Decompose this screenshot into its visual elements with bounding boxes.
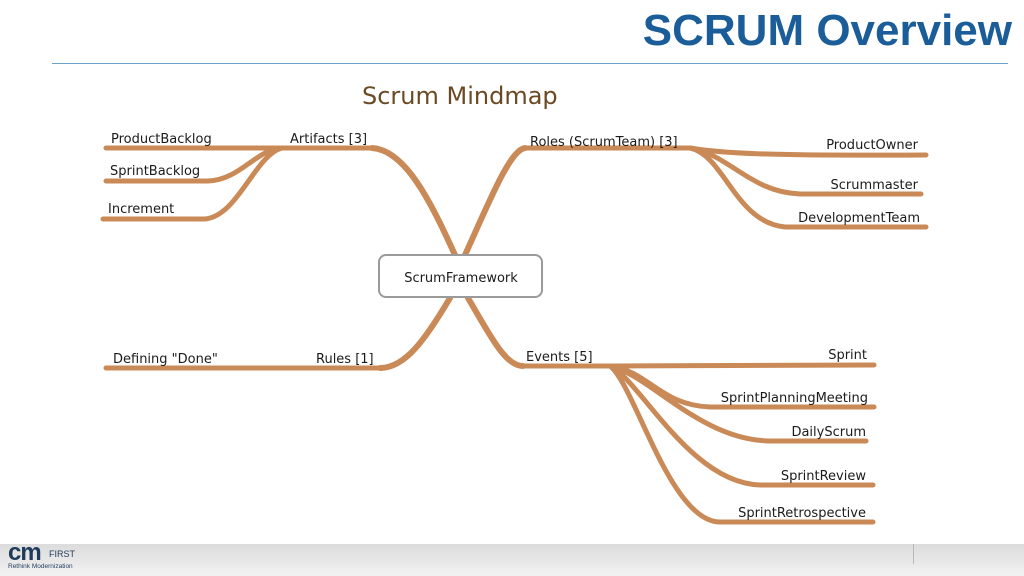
leaf-line-sprintretrospective — [607, 363, 876, 525]
branch-label-artifacts: Artifacts [3] — [290, 132, 367, 147]
leaf-dailyscrum: DailyScrum — [791, 425, 866, 440]
leaf-scrummaster: Scrummaster — [831, 178, 919, 193]
root-node — [378, 254, 543, 298]
leaf-sprintretrospective: SprintRetrospective — [738, 506, 866, 521]
leaf-sprintbacklog: SprintBacklog — [110, 164, 200, 179]
leaf-developmentteam: DevelopmentTeam — [798, 211, 920, 226]
branch-label-rules: Rules [1] — [316, 352, 374, 367]
leaf-productbacklog: ProductBacklog — [111, 132, 212, 147]
leaf-line-developmentteam — [687, 145, 929, 230]
connector-rules — [377, 295, 453, 371]
leaf-line-sprintreview — [607, 363, 876, 488]
leaf-sprintreview: SprintReview — [781, 469, 867, 484]
logo-suffix: FIRST — [49, 549, 75, 559]
root-node-label: ScrumFramework — [404, 271, 518, 286]
leaf-increment: Increment — [108, 202, 174, 217]
connector-artifacts — [369, 145, 458, 258]
leaf-line-dailyscrum — [607, 363, 869, 444]
leaf-sprintplanningmeeting: SprintPlanningMeeting — [721, 391, 868, 406]
leaf-sprint: Sprint — [828, 348, 867, 363]
branch-label-roles: Roles (ScrumTeam) [3] — [530, 135, 678, 150]
leaf-line-increment — [100, 145, 285, 222]
title-divider — [52, 63, 1008, 64]
footer-bar — [0, 544, 1024, 576]
logo-tagline: Rethink Modernization — [8, 563, 73, 570]
mindmap-title: Scrum Mindmap — [362, 82, 558, 110]
leaf-line-sprint — [607, 362, 877, 369]
leaf-productowner: ProductOwner — [826, 138, 918, 153]
leaf-defining-done: Defining "Done" — [113, 352, 218, 367]
company-logo: cm FIRST Rethink Modernization — [6, 539, 80, 573]
logo-mark: cm — [8, 539, 42, 566]
connector-events — [465, 295, 526, 369]
branch-label-events: Events [5] — [526, 350, 593, 365]
footer-divider — [913, 544, 914, 564]
connector-roles — [462, 145, 528, 258]
slide-title: SCRUM Overview — [642, 6, 1012, 55]
